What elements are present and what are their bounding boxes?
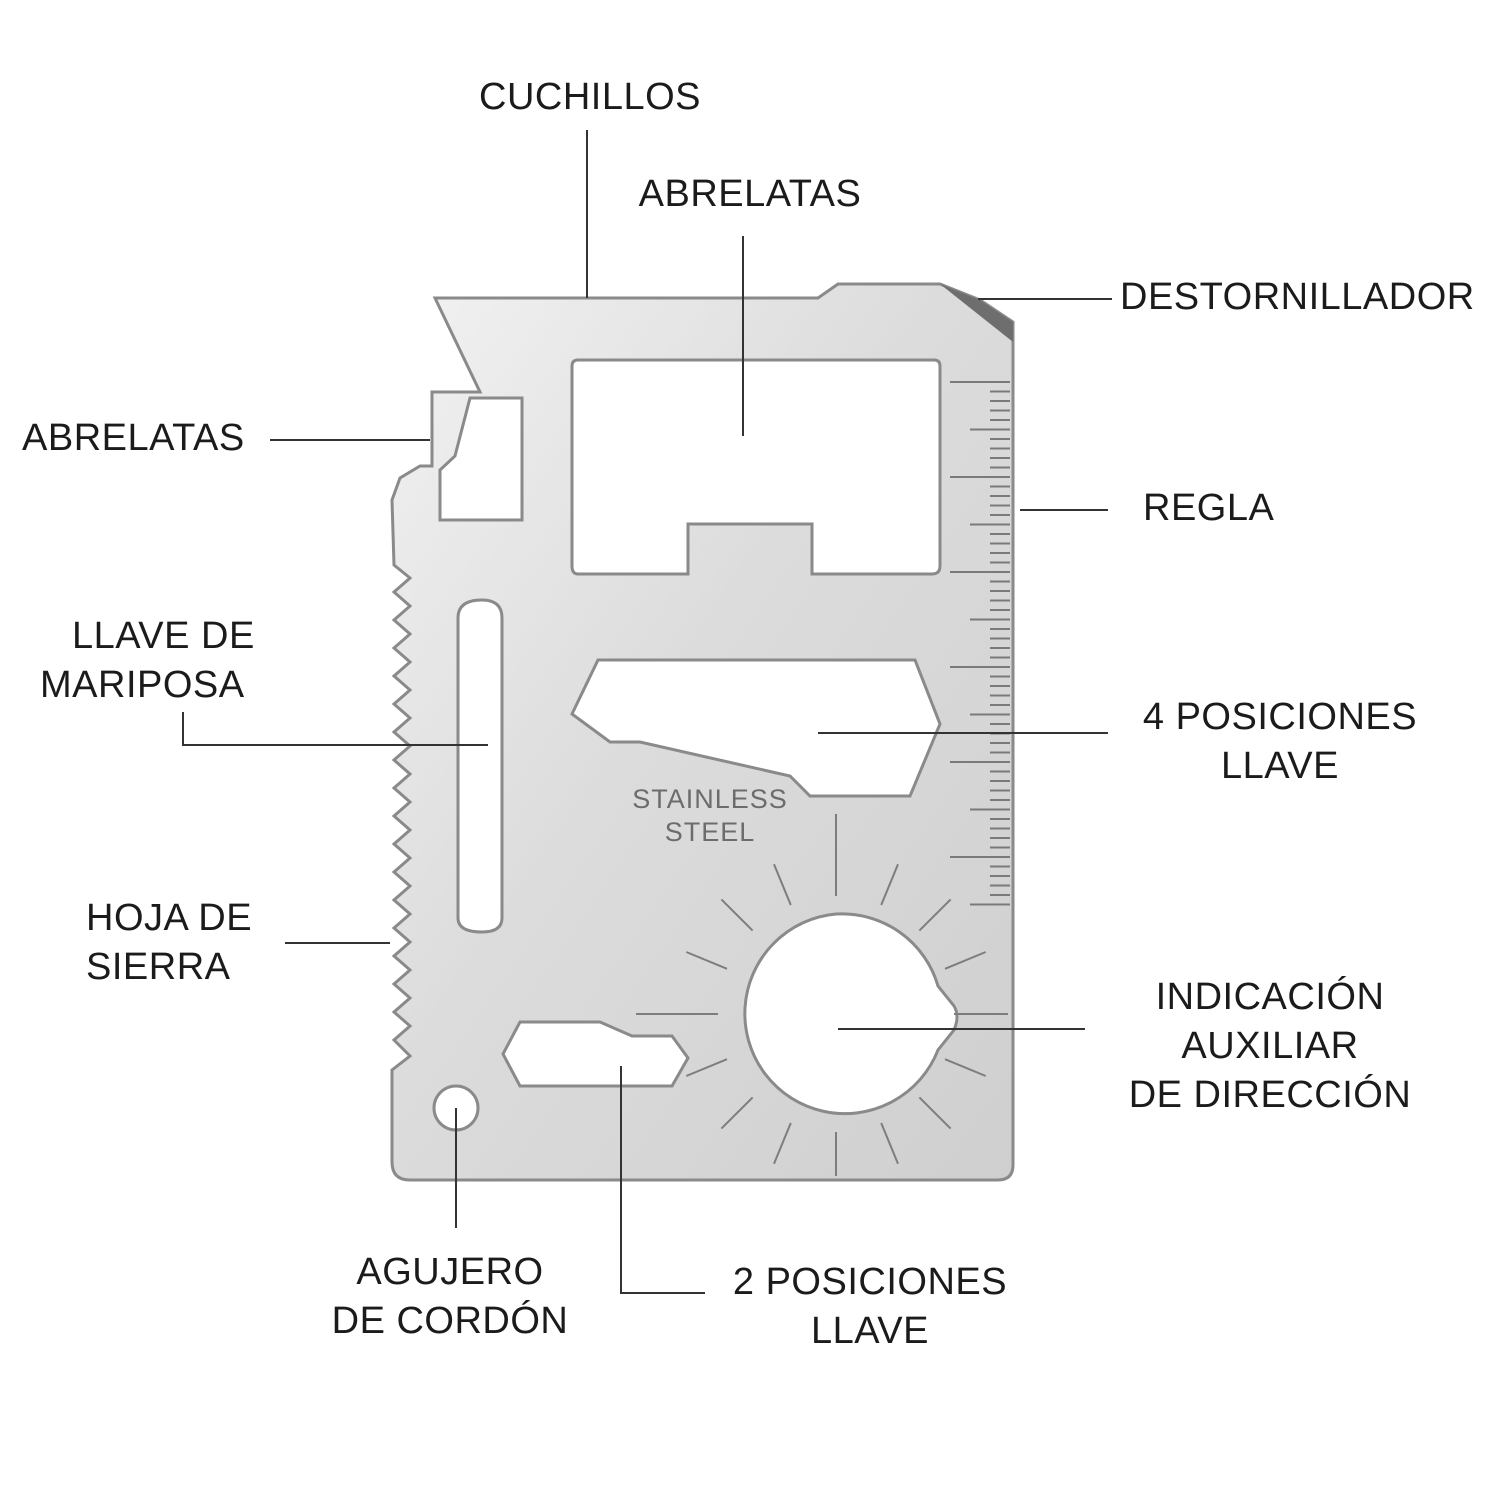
compass-ray [720, 898, 754, 932]
compass-ray [880, 1122, 899, 1165]
label-lanyard-hole-line-1: AGUJERO [356, 1251, 544, 1293]
compass-ray [773, 863, 792, 906]
label-four-position-wrench-line-1: 4 POSICIONES [1142, 696, 1418, 738]
compass-ray [720, 1096, 754, 1130]
label-four-position-wrench-line-2: LLAVE [1221, 745, 1339, 787]
compass-ray [918, 898, 952, 932]
label-two-position-wrench-line-2: LLAVE [811, 1310, 929, 1352]
compass-ray [944, 1058, 987, 1077]
label-saw-blade-line-1: HOJA DE [86, 897, 253, 939]
label-lanyard-hole-line-2: DE CORDÓN [331, 1300, 569, 1342]
label-ruler: REGLA [1143, 484, 1274, 533]
label-saw-blade-line-2: SIERRA [86, 946, 231, 988]
label-screwdriver-text: DESTORNILLADOR [1120, 276, 1475, 318]
card-stamp-line-2: STEEL [664, 817, 756, 847]
label-direction-indicator: INDICACIÓN AUXILIAR DE DIRECCIÓN [1100, 973, 1440, 1120]
compass-ray [944, 951, 987, 970]
label-can-opener-top: ABRELATAS [600, 170, 900, 219]
label-knives-text: CUCHILLOS [479, 76, 701, 118]
card-stamp-line-1: STAINLESS [632, 784, 788, 814]
label-direction-indicator-line-2: AUXILIAR [1181, 1025, 1359, 1067]
ruler-ticks [950, 381, 1010, 906]
label-direction-indicator-line-1: INDICACIÓN [1155, 976, 1385, 1018]
label-screwdriver: DESTORNILLADOR [1120, 273, 1475, 322]
label-can-opener-side-text: ABRELATAS [22, 417, 245, 459]
label-can-opener-side: ABRELATAS [22, 414, 245, 463]
compass-ray [773, 1122, 792, 1165]
compass-ray [880, 863, 899, 906]
leader-lines [182, 130, 1112, 1294]
label-can-opener-top-text: ABRELATAS [638, 173, 862, 215]
compass-ray [918, 1096, 952, 1130]
label-saw-blade: HOJA DE SIERRA [86, 894, 252, 992]
label-butterfly-wrench-line-1: LLAVE DE [72, 615, 255, 657]
compass-rays [636, 814, 1008, 1176]
label-lanyard-hole: AGUJERO DE CORDÓN [300, 1248, 600, 1346]
leader-butterfly-wrench [182, 712, 488, 746]
label-ruler-text: REGLA [1143, 487, 1275, 529]
label-two-position-wrench: 2 POSICIONES LLAVE [700, 1258, 1040, 1356]
label-four-position-wrench: 4 POSICIONES LLAVE [1110, 693, 1450, 791]
screwdriver-tip [940, 284, 1013, 342]
compass-ray [685, 1058, 728, 1077]
card-body [390, 282, 1015, 1182]
card-stamp: STAINLESS STEEL [600, 783, 820, 849]
leader-two-position-wrench [620, 1066, 705, 1294]
label-direction-indicator-line-3: DE DIRECCIÓN [1128, 1074, 1412, 1116]
label-two-position-wrench-line-1: 2 POSICIONES [732, 1261, 1008, 1303]
compass-ray [685, 951, 728, 970]
label-butterfly-wrench-line-2: MARIPOSA [40, 664, 245, 706]
label-knives: CUCHILLOS [440, 73, 740, 122]
label-butterfly-wrench: LLAVE DE MARIPOSA [40, 612, 320, 710]
